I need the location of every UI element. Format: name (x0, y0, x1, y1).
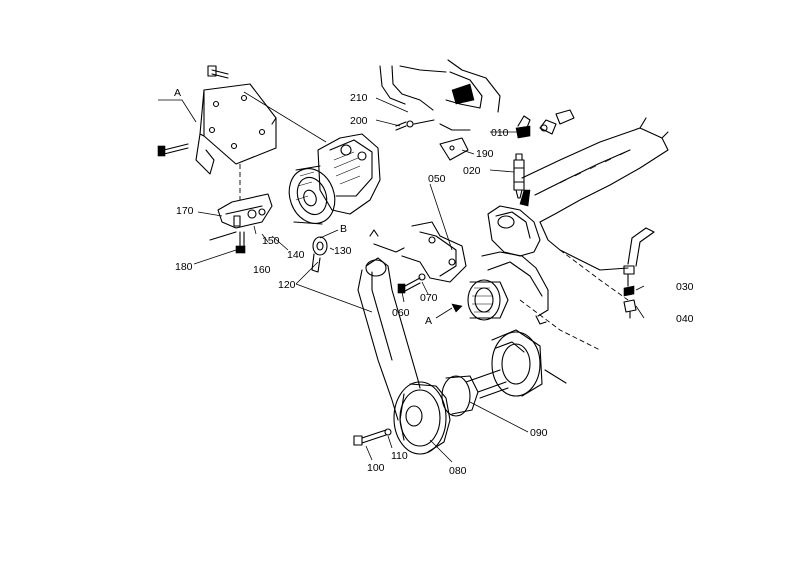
v-belt (357, 257, 421, 421)
bracket-190-200 (395, 119, 469, 161)
fan-pulley (491, 329, 543, 397)
hose-and-sensors (623, 227, 655, 319)
ac-compressor (288, 133, 381, 225)
label-130: 130 (334, 245, 352, 257)
bolt-060-070 (397, 273, 426, 294)
tube-020 (513, 153, 525, 199)
label-090: 090 (530, 427, 548, 439)
part-labels: 010 020 030 040 050 060 070 080 090 100 … (175, 92, 694, 477)
reference-a-top: A (158, 87, 197, 123)
compressor-bracket (209, 193, 339, 273)
upper-frame-outline (379, 59, 501, 131)
water-pump-housing (467, 189, 549, 325)
tension-bracket (369, 221, 467, 283)
label-210: 210 (350, 92, 368, 104)
label-190: 190 (476, 148, 494, 160)
ref-b-label: B (340, 223, 347, 235)
label-050: 050 (428, 173, 446, 185)
crank-pulley-080 (393, 381, 451, 455)
leader-lines (193, 97, 645, 463)
label-170: 170 (176, 205, 194, 217)
label-140: 140 (287, 249, 305, 261)
engine-block-outline (519, 117, 669, 384)
reference-a-mid: A (425, 303, 463, 327)
fan-shaft (477, 381, 509, 399)
label-150: 150 (262, 235, 280, 247)
label-010: 010 (491, 127, 509, 139)
reference-b: B (340, 223, 347, 235)
label-180: 180 (175, 261, 193, 273)
label-100: 100 (367, 462, 385, 474)
label-070: 070 (420, 292, 438, 304)
label-080: 080 (449, 465, 467, 477)
ref-a-top-label: A (174, 87, 181, 99)
label-040: 040 (676, 313, 694, 325)
label-060: 060 (392, 307, 410, 319)
mounting-plate (157, 65, 327, 200)
label-120: 120 (278, 279, 296, 291)
label-160: 160 (253, 264, 271, 276)
fitting-010 (515, 109, 575, 139)
bolt-100-110 (353, 428, 392, 446)
ref-a-mid-label: A (425, 315, 432, 327)
label-020: 020 (463, 165, 481, 177)
label-110: 110 (391, 450, 408, 462)
label-030: 030 (676, 281, 694, 293)
pulley-hub-090 (441, 369, 501, 417)
label-200: 200 (350, 115, 368, 127)
